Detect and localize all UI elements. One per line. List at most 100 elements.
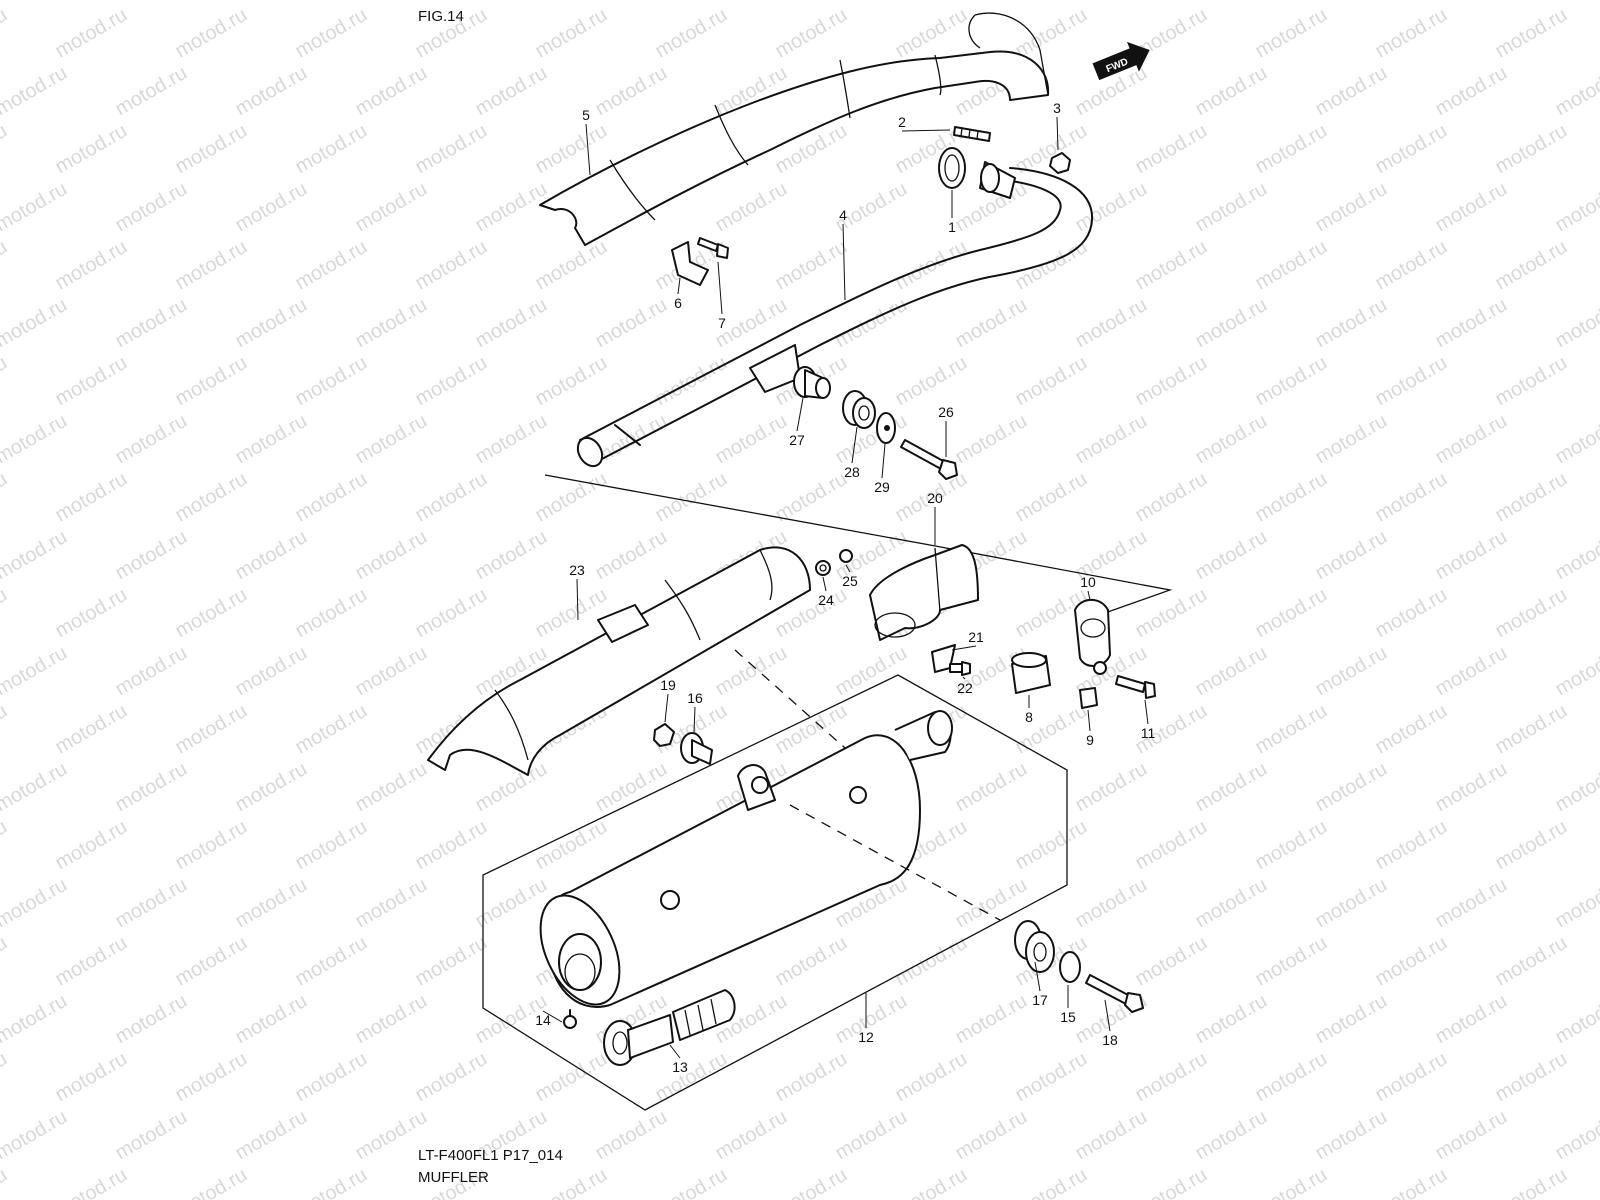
watermark-text: motod.ru <box>0 178 71 237</box>
watermark-text: motod.ru <box>1492 1164 1571 1200</box>
watermark-text: motod.ru <box>1132 352 1211 411</box>
watermark-text: motod.ru <box>1252 816 1331 875</box>
shield-clip <box>839 549 853 563</box>
callout-11: 11 <box>1141 725 1156 741</box>
callout-14: 14 <box>535 1012 551 1028</box>
watermark-text: motod.ru <box>1372 4 1451 63</box>
watermark-text: motod.ru <box>1012 1164 1091 1200</box>
watermark-text: motod.ru <box>1372 932 1451 991</box>
watermark-text: motod.ru <box>1192 294 1271 353</box>
watermark-text: motod.ru <box>172 584 251 643</box>
watermark-text: motod.ru <box>532 1164 611 1200</box>
callout-leader-14 <box>542 1010 563 1023</box>
watermark-text: motod.ru <box>352 526 431 585</box>
watermark-text: motod.ru <box>1492 1048 1571 1107</box>
watermark-text: motod.ru <box>1432 178 1511 237</box>
muffler-clamp <box>1074 598 1111 675</box>
watermark-text: motod.ru <box>52 120 131 179</box>
watermark-text: motod.ru <box>0 932 11 991</box>
watermark-text: motod.ru <box>532 236 611 295</box>
callout-leader-18 <box>1104 999 1111 1032</box>
callout-4: 4 <box>839 207 847 223</box>
watermark-text: motod.ru <box>1432 758 1511 817</box>
watermark-text: motod.ru <box>412 584 491 643</box>
watermark-text: motod.ru <box>232 410 311 469</box>
watermark-text: motod.ru <box>652 1164 731 1200</box>
model-code: LT-F400FL1 P17_014 <box>418 1147 563 1164</box>
watermark-text: motod.ru <box>1312 874 1391 933</box>
watermark-text: motod.ru <box>472 526 551 585</box>
watermark-text: motod.ru <box>352 758 431 817</box>
watermark-text: motod.ru <box>1432 62 1511 121</box>
watermark-text: motod.ru <box>652 4 731 63</box>
watermark-text: motod.ru <box>1132 120 1211 179</box>
mount-cushion <box>842 390 876 429</box>
watermark-text: motod.ru <box>1012 352 1091 411</box>
watermark-text: motod.ru <box>352 990 431 1049</box>
watermark-text: motod.ru <box>1372 120 1451 179</box>
callout-9: 9 <box>1086 732 1094 748</box>
watermark-text: motod.ru <box>52 932 131 991</box>
callout-leader-23 <box>576 578 579 621</box>
watermark-text: motod.ru <box>592 0 671 4</box>
callout-1: 1 <box>948 219 956 235</box>
watermark-text: motod.ru <box>592 62 671 121</box>
callout-21: 21 <box>968 629 984 645</box>
callout-leader-25 <box>845 564 851 573</box>
watermark-text: motod.ru <box>1132 932 1211 991</box>
watermark-text: motod.ru <box>52 700 131 759</box>
watermark-text: motod.ru <box>232 62 311 121</box>
watermark-text: motod.ru <box>1192 990 1271 1049</box>
callout-leader-5 <box>585 123 591 176</box>
watermark-text: motod.ru <box>952 410 1031 469</box>
watermark-text: motod.ru <box>1192 758 1271 817</box>
stud-bolt <box>953 126 991 142</box>
watermark-text: motod.ru <box>1552 874 1600 933</box>
watermark-text: motod.ru <box>1492 816 1571 875</box>
watermark-text: motod.ru <box>412 932 491 991</box>
callout-leader-22 <box>962 676 966 680</box>
shield-bolt <box>697 237 729 259</box>
watermark-text: motod.ru <box>172 352 251 411</box>
watermark-text: motod.ru <box>1252 700 1331 759</box>
watermark-text: motod.ru <box>1312 410 1391 469</box>
watermark-text: motod.ru <box>292 352 371 411</box>
callout-7: 7 <box>718 315 726 331</box>
watermark-text: motod.ru <box>1132 816 1211 875</box>
watermark-text: motod.ru <box>1432 410 1511 469</box>
watermark-text: motod.ru <box>0 468 11 527</box>
watermark-text: motod.ru <box>0 62 71 121</box>
watermark-text: motod.ru <box>112 874 191 933</box>
watermark-text: motod.ru <box>1072 0 1151 4</box>
watermark-text: motod.ru <box>832 0 911 4</box>
watermark-text: motod.ru <box>1312 294 1391 353</box>
watermark-text: motod.ru <box>112 62 191 121</box>
watermark-text: motod.ru <box>712 178 791 237</box>
watermark-text: motod.ru <box>172 236 251 295</box>
watermark-text: motod.ru <box>1432 990 1511 1049</box>
watermark-text: motod.ru <box>52 1164 131 1200</box>
watermark-text: motod.ru <box>1432 294 1511 353</box>
watermark-text: motod.ru <box>292 1164 371 1200</box>
watermark-text: motod.ru <box>1492 932 1571 991</box>
watermark-text: motod.ru <box>1072 178 1151 237</box>
watermark-text: motod.ru <box>712 1106 791 1165</box>
watermark-text: motod.ru <box>1432 642 1511 701</box>
watermark-text: motod.ru <box>1072 758 1151 817</box>
watermark-text: motod.ru <box>232 178 311 237</box>
watermark-text: motod.ru <box>232 1106 311 1165</box>
watermark-text: motod.ru <box>112 410 191 469</box>
watermark-text: motod.ru <box>0 0 71 4</box>
clamp-nut <box>1079 687 1098 709</box>
watermark-text: motod.ru <box>0 990 71 1049</box>
watermark-text: motod.ru <box>1012 468 1091 527</box>
callout-leader-7 <box>717 261 723 315</box>
watermark-text: motod.ru <box>472 178 551 237</box>
callout-leader-17 <box>1034 961 1041 992</box>
watermark-text: motod.ru <box>112 758 191 817</box>
callout-leader-29 <box>881 443 886 479</box>
muffler-mount-washer <box>1059 951 1081 983</box>
watermark-text: motod.ru <box>352 642 431 701</box>
callout-8: 8 <box>1025 709 1033 725</box>
